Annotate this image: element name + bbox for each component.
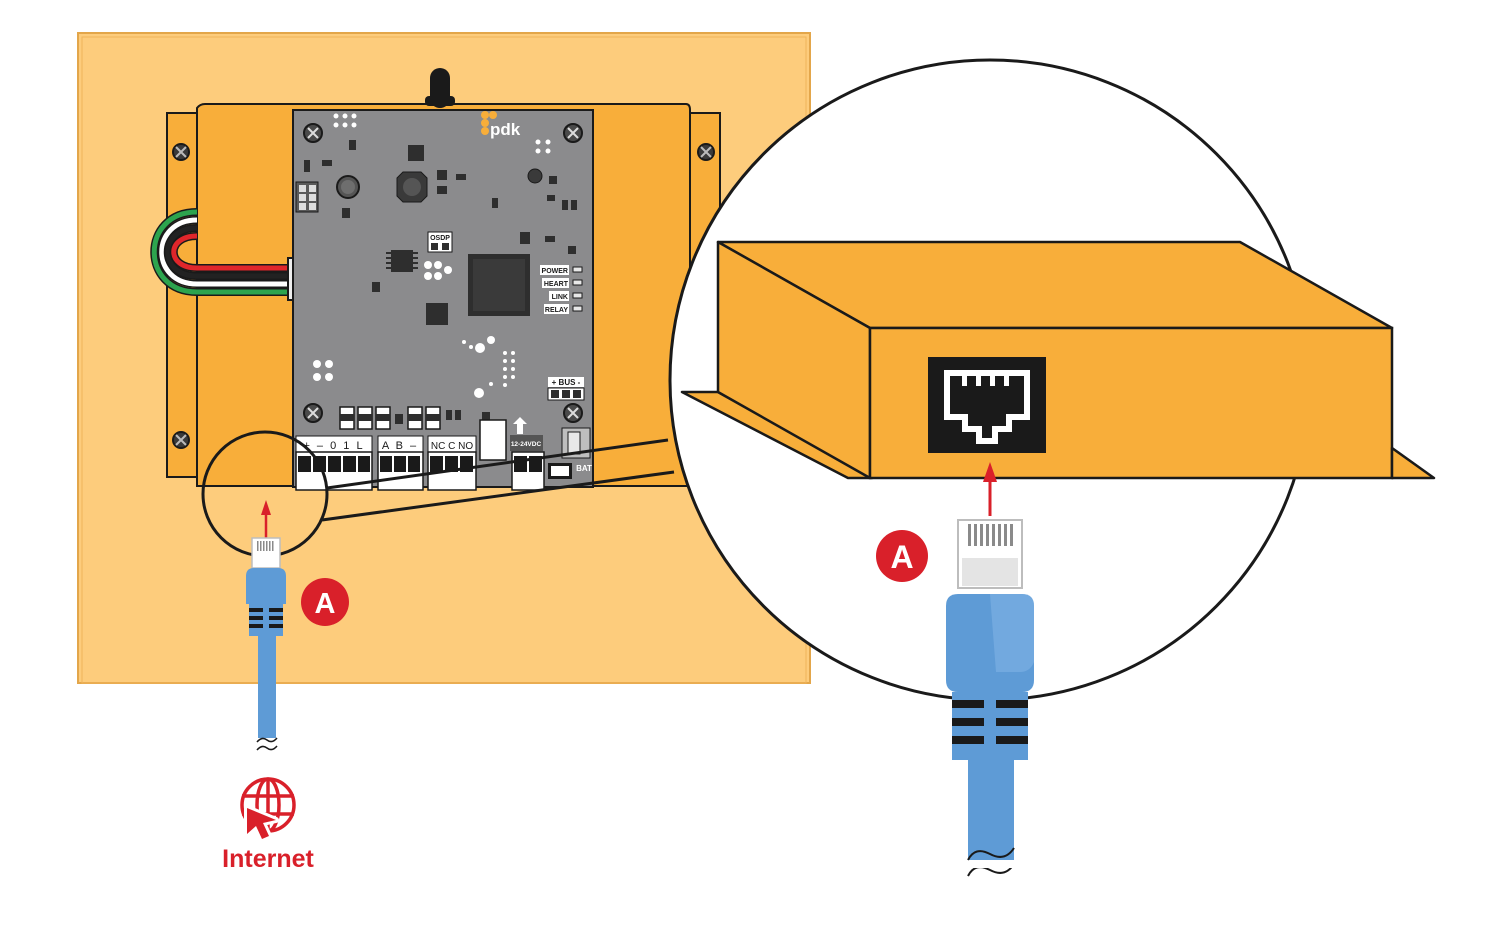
terminal-labels: + – 0 1 L xyxy=(303,440,364,452)
terminal-block-group: A B – xyxy=(377,435,424,491)
status-led-tag xyxy=(544,304,569,314)
terminal-block-group: NC C NO xyxy=(427,435,477,491)
bus-label: + BUS - xyxy=(552,378,581,387)
board-components xyxy=(295,113,577,461)
status-led-tag xyxy=(542,278,569,288)
callout-marker-letter: A xyxy=(890,539,913,575)
pdk-logo-text: pdk xyxy=(490,120,521,139)
power-arrow-icon xyxy=(513,417,527,434)
bus-header: + BUS - xyxy=(547,377,585,401)
power-label: 12-24VDC xyxy=(511,441,542,448)
internet-label: Internet xyxy=(222,845,314,873)
board-screw-icon xyxy=(563,403,583,423)
mount-screw-icon xyxy=(172,143,190,161)
insert-arrow-icon xyxy=(983,462,997,516)
magnified-flange-right xyxy=(1390,446,1436,480)
mount-screw-icon xyxy=(697,143,715,161)
status-led xyxy=(572,305,583,312)
osdp-label: OSDP xyxy=(430,235,450,242)
status-led-label: LINK xyxy=(552,294,568,301)
board-screw-icon xyxy=(303,123,323,143)
status-led xyxy=(572,266,583,273)
callout-marker-a-small: A xyxy=(301,578,349,626)
status-led-label: POWER xyxy=(542,268,568,275)
rj45-port-icon xyxy=(928,357,1046,453)
callout-marker-letter: A xyxy=(315,588,336,620)
ethernet-plug-large xyxy=(946,519,1034,877)
ethernet-plug-small xyxy=(246,537,286,751)
status-led-tag xyxy=(540,265,569,275)
status-led xyxy=(572,279,583,286)
board-screw-icon xyxy=(303,403,323,423)
status-led-tag xyxy=(549,291,569,301)
board-pcb xyxy=(292,109,594,488)
callout-connector-line xyxy=(321,470,675,522)
terminal-labels: NC C NO xyxy=(431,441,473,452)
callout-marker-a-large: A xyxy=(876,530,928,582)
status-led-label: HEART xyxy=(544,281,569,288)
antenna-icon xyxy=(425,68,455,108)
status-led-panel: POWER HEART LINK RELAY xyxy=(540,265,583,314)
battery-label: BAT xyxy=(576,464,592,473)
terminal-block-group: + – 0 1 L xyxy=(295,435,373,491)
mount-screw-icon xyxy=(172,431,190,449)
pdk-logo: pdk xyxy=(481,111,521,139)
controller-board: pdk xyxy=(292,109,594,491)
terminal-labels: A B – xyxy=(382,440,418,452)
board-screw-icon xyxy=(563,123,583,143)
status-led-label: RELAY xyxy=(545,307,568,314)
magnified-enclosure xyxy=(680,240,1436,480)
insert-arrow-icon xyxy=(261,500,271,538)
osdp-jumper: OSDP xyxy=(427,231,453,253)
callout-connector-line xyxy=(326,438,669,490)
status-led xyxy=(572,292,583,299)
cursor-arrow-icon xyxy=(244,805,279,842)
